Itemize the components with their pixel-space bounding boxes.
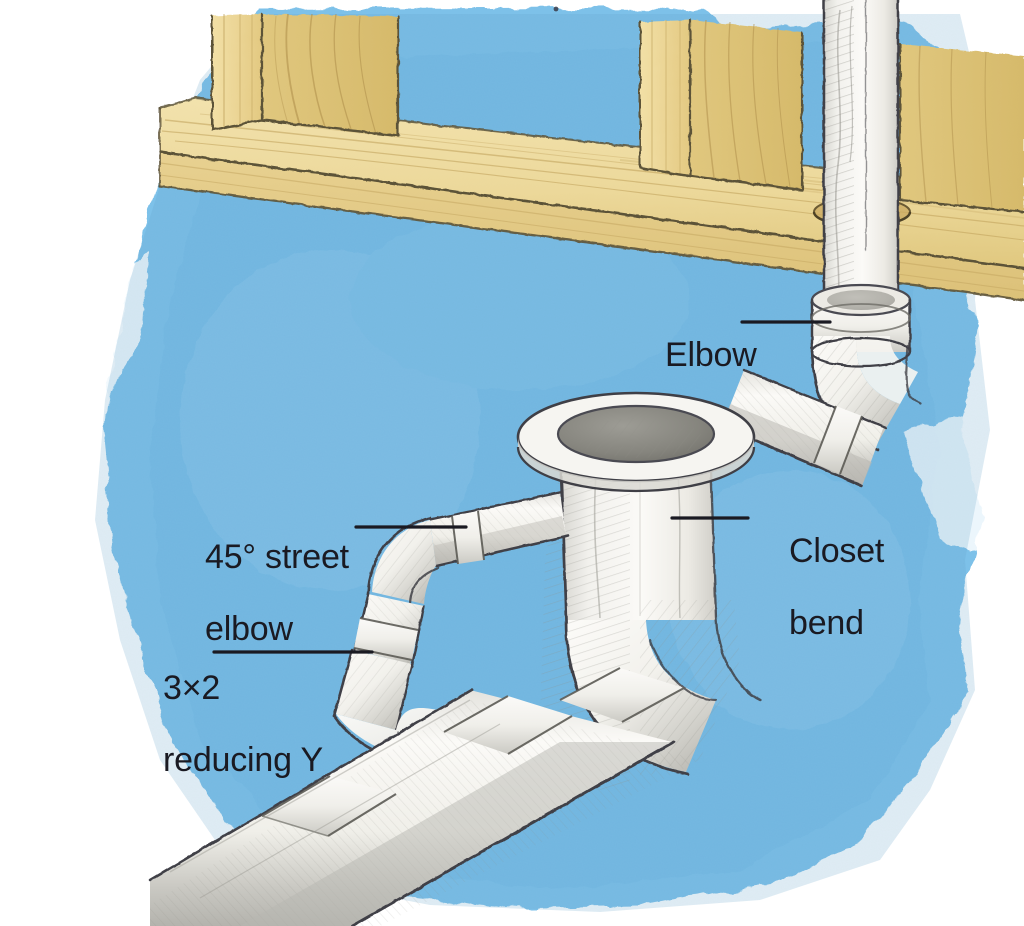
closet-bend-shading [593,473,681,619]
main-run-outline [148,688,676,926]
main-run-hub-left [261,775,397,837]
vent-stack-outline [822,0,900,320]
street-elbow-hub-upper [451,510,485,565]
stud-mid-outline [638,18,804,192]
main-run-shadow [240,742,672,926]
label-closet-line1: Closet [789,532,885,571]
stud-left-outline [210,12,400,138]
street-elbow-45 [352,490,570,668]
label-elbow-line1: Elbow [665,336,757,375]
vent-stack-grain [834,5,854,317]
label-street-elbow: 45° street elbow [168,503,349,683]
main-run-hub-right [559,667,685,723]
elbow-collar-rings [811,303,911,333]
vent-stack-pipe [822,0,900,320]
upper-horizontal-pipe [720,368,888,488]
street-elbow-hub-lower [353,617,419,661]
closet-flange [516,391,756,493]
leader-lines [212,320,832,654]
stud-mid-side-grain [703,19,791,188]
label-closet-line2: bend [789,604,864,643]
wall-stud-right [900,44,1024,212]
label-elbow: Elbow [628,301,757,409]
label-closet-bend: Closet bend [752,497,884,677]
stud-right-outline [898,42,1024,214]
label-reducing-y-line1: 3×2 [163,669,221,708]
label-street-line2: elbow [205,610,293,649]
main-run-hub-mid [443,695,573,755]
street-elbow-outline [366,516,440,608]
upper-pipe-hub [813,405,863,475]
stud-mid-grain [651,20,681,175]
stud-left-side-grain [274,14,377,135]
label-reducing-y: 3×2 reducing Y [126,634,323,814]
stud-right-grain [918,45,993,209]
stud-left-grain [223,14,253,128]
label-street-line1: 45° street [205,538,349,577]
floor-plate [160,98,1024,300]
main-run-tone [169,699,501,899]
ink-speck [553,6,559,12]
label-reducing-y-line2: reducing Y [163,741,323,780]
